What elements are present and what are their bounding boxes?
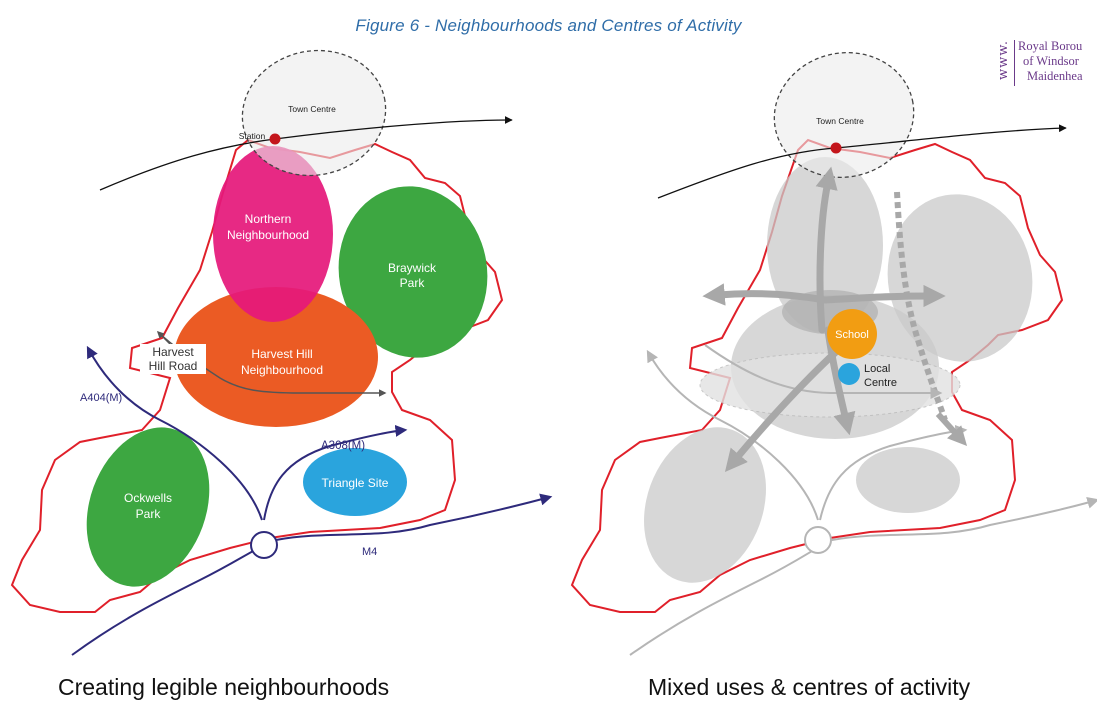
harvest-hill-road-label-2: Hill Road — [149, 359, 198, 373]
logo-line-1: Royal Borou — [1018, 39, 1083, 53]
figure-title: Figure 6 - Neighbourhoods and Centres of… — [355, 16, 742, 35]
grey-blob-ockwells — [644, 427, 766, 583]
arrow-dashed-end — [935, 411, 968, 446]
station-marker-right — [830, 142, 842, 154]
a308m-road — [263, 424, 408, 521]
m4-junction — [250, 531, 278, 559]
arrow-southwest — [724, 346, 842, 473]
harvest-hill-road-label-1: Harvest — [152, 345, 194, 359]
town-centre-area — [241, 49, 387, 177]
m4-road-right — [629, 496, 1097, 656]
northern-label-2: Neighbourhood — [227, 228, 309, 242]
local-centre-label-2: Centre — [864, 377, 897, 389]
harvest-hill-label-2: Neighbourhood — [241, 363, 323, 377]
logo-divider — [1014, 40, 1015, 86]
a308m-label: A308(M) — [321, 440, 365, 452]
activity-arrows — [702, 166, 946, 473]
arrow-west — [702, 283, 829, 306]
left-caption: Creating legible neighbourhoods — [58, 674, 390, 700]
site-boundary — [10, 138, 504, 613]
a404m-label: A404(M) — [80, 392, 122, 404]
grey-blob-triangle — [856, 447, 960, 513]
ockwells-park-area — [86, 427, 210, 587]
grey-blob-braywick — [887, 194, 1033, 362]
harvest-hill-road-label-bg — [140, 344, 206, 374]
harvest-hill-road-right — [704, 344, 943, 399]
northern-neighbourhood-area — [213, 146, 333, 322]
town-centre-label: Town Centre — [288, 104, 336, 114]
triangle-site-area — [303, 448, 407, 516]
ockwells-label-2: Park — [136, 507, 162, 521]
ockwells-label-1: Ockwells — [124, 491, 172, 505]
right-caption: Mixed uses & centres of activity — [648, 674, 971, 700]
harvest-hill-label-1: Harvest Hill — [251, 347, 312, 361]
braywick-label-1: Braywick — [388, 261, 437, 275]
dashed-route — [894, 191, 948, 421]
m4-junction-right — [804, 526, 832, 554]
arrow-east — [821, 284, 946, 308]
site-boundary-right — [570, 138, 1064, 613]
m4-label: M4 — [362, 546, 377, 558]
a404m-road — [86, 345, 263, 521]
harvest-hill-neighbourhood-area — [174, 287, 378, 427]
grey-blob-local-centre — [699, 352, 961, 418]
left-panel: Town Centre Station Northern Neighbourho… — [0, 48, 553, 663]
grey-blob-northern — [767, 157, 883, 333]
logo-text: Royal Borou of Windsor Maidenhea — [1018, 39, 1083, 84]
town-centre-label-right: Town Centre — [816, 116, 864, 126]
station-marker — [269, 133, 281, 145]
northern-label-1: Northern — [245, 212, 292, 226]
town-centre-area-right — [773, 51, 915, 179]
school-label: School — [835, 329, 869, 341]
local-centre-marker — [838, 363, 860, 385]
arrow-to-town-centre — [815, 166, 838, 334]
triangle-site-label: Triangle Site — [322, 476, 389, 490]
right-panel: Town Centre School Local Centre — [548, 48, 1097, 663]
harvest-hill-road-start-arrow — [156, 330, 171, 345]
right-diagram: Town Centre School Local Centre — [570, 51, 1097, 656]
council-logo: www. Royal Borou of Windsor Maidenhea — [992, 38, 1097, 90]
braywick-label-2: Park — [400, 276, 426, 290]
station-label: Station — [239, 131, 266, 141]
school-marker — [827, 309, 877, 359]
logo-line-3: Maidenhea — [1027, 69, 1083, 83]
left-diagram: Town Centre Station Northern Neighbourho… — [10, 49, 553, 656]
a308m-road-right — [819, 424, 968, 521]
logo-line-2: of Windsor — [1023, 54, 1079, 68]
braywick-park-area — [338, 186, 488, 358]
a404m-road-right — [646, 349, 819, 521]
local-centre-label-1: Local — [864, 363, 890, 375]
